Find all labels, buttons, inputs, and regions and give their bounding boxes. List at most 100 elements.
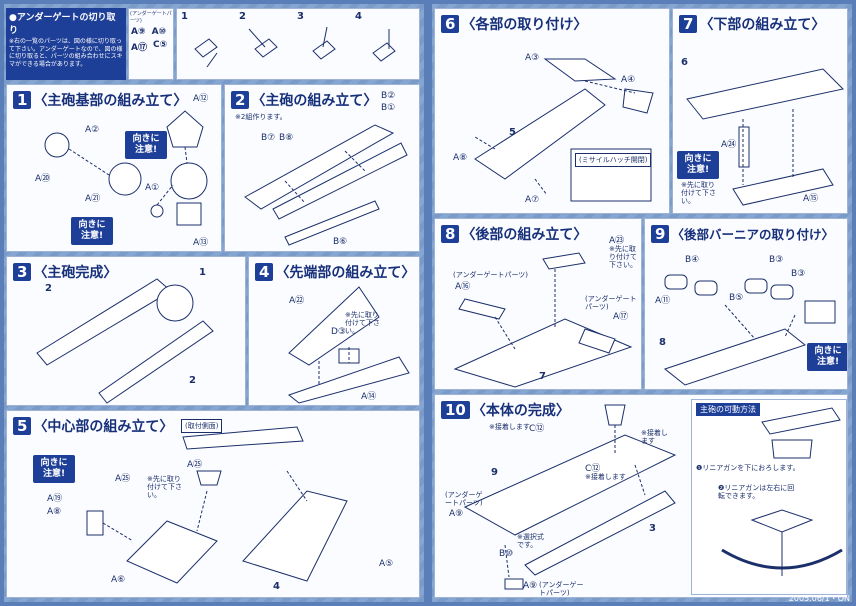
gate-part: A⑰ <box>131 43 147 53</box>
step8-label: A⑰ <box>613 312 629 322</box>
step2-panel: 2〈主砲の組み立て〉 ※2組作ります。 B② B① B⑦ B⑧ B⑥ <box>224 84 420 252</box>
step10-label: C⑫ <box>529 424 545 434</box>
step8-gate2: (アンダーゲートパーツ) <box>585 295 637 311</box>
step7-label: 6 <box>681 57 688 68</box>
gate-steps: 1 2 3 4 <box>176 8 420 80</box>
step8-gate1: (アンダーゲートパーツ) <box>453 271 529 279</box>
step1-label: A⑫ <box>193 94 209 104</box>
step8-panel: 8〈後部の組み立て〉 A㉓ A⑯ A⑰ 7 (アンダーゲートパーツ) (アンダー… <box>434 218 642 390</box>
step9-label: B③ <box>769 255 784 265</box>
step2-label: B② <box>381 91 396 101</box>
step4-note: ※先に取り付けて下さい。 <box>345 311 380 335</box>
step7-panel: 7〈下部の組み立て〉 6 A㉔ A⑮ 向きに注意! ※先に取り付けて下さい。 <box>672 8 848 214</box>
step5-illustration <box>86 426 348 584</box>
step1-label: A⑳ <box>35 174 51 184</box>
step7-note: ※先に取り付けて下さい。 <box>681 181 716 205</box>
gate-step-4: 4 <box>355 11 362 22</box>
gate-title: ●アンダーゲートの切り取り <box>9 13 116 36</box>
step4-label: D③ <box>331 327 346 337</box>
step10-label: B⑩ <box>499 549 514 559</box>
step8-note: ※先に取り付けて下さい。 <box>609 245 637 269</box>
step5-label: A⑥ <box>111 575 126 585</box>
step2-label: B⑧ <box>279 133 294 143</box>
step10-note: ※接着します <box>641 429 668 445</box>
gate-step-2: 2 <box>239 11 246 22</box>
step10-panel: 10〈本体の完成〉 C⑫ C⑫ 9 A⑨ B⑩ A⑨ 3 ※接着します ※接着し… <box>434 394 848 598</box>
caution-badge: 向きに注意! <box>125 131 167 159</box>
gate-desc: ※右の一覧のパーツは、図の様に切り取って下さい。アンダーゲートなので、図の様に切… <box>9 38 123 68</box>
step2-label: B⑥ <box>333 237 348 247</box>
caution-badge: 向きに注意! <box>677 151 719 179</box>
step10-note: ※選択式です。 <box>517 533 544 549</box>
step1-panel: 1〈主砲基部の組み立て〉 A⑫ A② A⑳ A㉑ A① A⑬ 向きに注意! 向き… <box>6 84 222 252</box>
step5-label: A⑲ <box>47 494 63 504</box>
gate-part: C⑤ <box>152 40 168 50</box>
step6-label: A⑦ <box>525 195 540 205</box>
step10-gate1: (アンダーゲートパーツ) <box>445 491 483 507</box>
movement-step2: ❷リニアガンは左右に回転できます。 <box>718 484 795 500</box>
step9-panel: 9〈後部バーニアの取り付け〉 B④ B③ B③ A⑪ B⑤ 8 向きに注意! <box>644 218 848 390</box>
step1-label: A② <box>85 125 100 135</box>
step1-header: 1〈主砲基部の組み立て〉 <box>13 90 187 110</box>
step8-label: A⑯ <box>455 282 471 292</box>
step9-label: B④ <box>685 255 700 265</box>
step8-label: A㉓ <box>609 236 625 246</box>
movement-step1: ❶リニアガンを下におろします。 <box>696 464 800 472</box>
caution-badge: 向きに注意! <box>71 217 113 245</box>
step9-label: A⑪ <box>655 296 671 306</box>
step3-illustration <box>36 278 214 404</box>
step4-label: A㉒ <box>289 296 305 306</box>
step6-header: 6〈各部の取り付け〉 <box>441 14 587 34</box>
right-page: 6〈各部の取り付け〉 A③ A④ 5 A⑧ A⑦ (ミサイルハッチ開閉) 7〈下… <box>432 4 852 602</box>
step1-label: A㉑ <box>85 194 101 204</box>
step3-label: 2 <box>45 283 52 294</box>
step5-label: A㉕ <box>115 474 131 484</box>
step6-tag: (ミサイルハッチ開閉) <box>575 153 652 167</box>
step10-label: 3 <box>649 523 656 534</box>
step3-header: 3〈主砲完成〉 <box>13 262 117 282</box>
step7-illustration <box>686 68 845 206</box>
step5-header: 5〈中心部の組み立て〉 <box>13 416 173 436</box>
step10-illustration <box>463 404 677 590</box>
step5-label: 4 <box>273 581 280 592</box>
step5-label: A⑤ <box>379 559 394 569</box>
step7-label: A⑮ <box>803 194 819 204</box>
step10-note: ※接着します <box>489 423 530 431</box>
step4-illustration <box>287 286 410 404</box>
movement-title: 主砲の可動方法 <box>696 403 760 416</box>
caution-badge: 向きに注意! <box>807 343 847 371</box>
step6-label: A③ <box>525 53 540 63</box>
step4-header: 4〈先端部の組み立て〉 <box>255 262 415 282</box>
step4-panel: 4〈先端部の組み立て〉 A㉒ D③ A⑭ ※先に取り付けて下さい。 <box>248 256 420 406</box>
step8-illustration <box>453 252 633 388</box>
movement-box: 主砲の可動方法 ❶リニアガンを下におろします。 ❷リニアガンは左右に回転できます… <box>691 399 847 595</box>
gate-part: A⑩ <box>151 27 167 37</box>
step10-note: ※接着します <box>585 473 626 481</box>
step2-note: ※2組作ります。 <box>235 113 287 121</box>
step8-header: 8〈後部の組み立て〉 <box>441 224 587 244</box>
step4-label: A⑭ <box>361 392 377 402</box>
step2-header: 2〈主砲の組み立て〉 <box>231 90 377 110</box>
left-page: ●アンダーゲートの切り取り ※右の一覧のパーツは、図の様に切り取って下さい。アン… <box>4 4 424 602</box>
gate-col-header: (アンダーゲートパーツ) <box>130 11 172 24</box>
step5-note: ※先に取り付けて下さい。 <box>147 475 182 499</box>
step10-label: C⑫ <box>585 464 601 474</box>
step8-label: 7 <box>539 371 546 382</box>
step1-label: A⑬ <box>193 238 209 248</box>
step3-label: 2 <box>189 375 196 386</box>
step6-label: A④ <box>621 75 636 85</box>
print-date: 2005.06/1・ON <box>788 594 850 603</box>
caution-badge: 向きに注意! <box>33 455 75 483</box>
step2-label: B① <box>381 103 396 113</box>
step10-label: A⑨ <box>523 581 538 591</box>
gate-steps-illustration <box>194 26 396 68</box>
step9-header: 9〈後部バーニアの取り付け〉 <box>651 224 834 243</box>
step9-label: B③ <box>791 269 806 279</box>
step5-panel: 5〈中心部の組み立て〉 (取付側面) 向きに注意! A⑲ A⑧ A㉕ A㉕ A⑥… <box>6 410 420 598</box>
step6-illustration <box>474 58 654 202</box>
step10-label: 9 <box>491 467 498 478</box>
gate-info-box: ●アンダーゲートの切り取り ※右の一覧のパーツは、図の様に切り取って下さい。アン… <box>6 8 126 80</box>
step9-label: 8 <box>659 337 666 348</box>
step10-header: 10〈本体の完成〉 <box>441 400 570 420</box>
step2-illustration <box>244 124 408 246</box>
